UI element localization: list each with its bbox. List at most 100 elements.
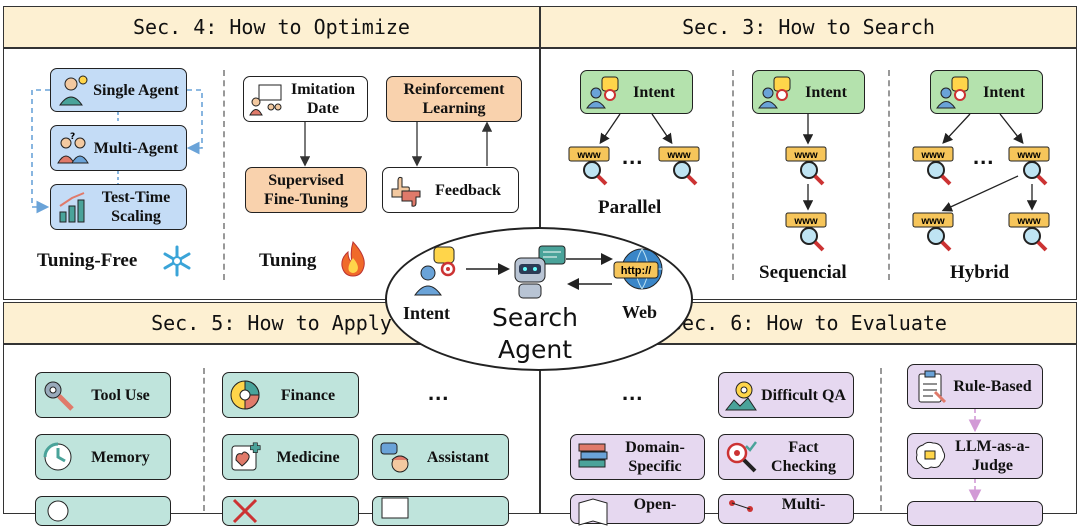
rule-based-label: Rule-Based <box>953 378 1032 395</box>
sequential-caption: Sequencial <box>759 262 847 283</box>
sec3-divider-2 <box>888 70 890 280</box>
ellipsis-sec5: ... <box>428 380 450 405</box>
sft-label: Supervised Fine-Tuning <box>264 172 348 208</box>
www-search-icon: www <box>912 143 956 187</box>
intent-box-parallel: Intent <box>580 70 693 114</box>
intent-icon <box>936 76 969 109</box>
intent-label-sequential: Intent <box>805 83 847 101</box>
single-agent-box: Single Agent <box>50 68 187 112</box>
imitation-data-label: Imitation Date <box>291 81 355 117</box>
search-agent-title: Search Agent <box>460 302 610 366</box>
sec4-divider <box>223 70 225 280</box>
open-label: Open- <box>633 496 677 513</box>
memory-label: Memory <box>91 448 150 466</box>
thumbs-icon <box>391 176 421 207</box>
assistant-icon <box>380 442 409 473</box>
tool-use-label: Tool Use <box>91 386 150 404</box>
sec3-header: Sec. 3: How to Search <box>540 6 1077 48</box>
www-search-icon: www <box>1008 143 1052 187</box>
single-agent-icon <box>59 75 88 106</box>
medicine-label: Medicine <box>276 448 340 466</box>
tuning-free-caption: Tuning-Free <box>37 250 138 271</box>
llm-brain-icon <box>916 441 946 470</box>
www-text: www <box>1016 216 1041 227</box>
imitation-data-box: Imitation Date <box>243 76 368 122</box>
memory-box: Memory <box>35 434 171 480</box>
reinforcement-learning-label: Reinforcement Learning <box>403 81 505 117</box>
www-search-icon: www <box>912 209 956 253</box>
sec4-header: Sec. 4: How to Optimize <box>3 6 540 48</box>
medicine-box: Medicine <box>222 434 359 480</box>
sec3-arrows <box>599 113 1038 212</box>
intent-icon <box>758 76 791 109</box>
search-agent-line2: Agent <box>498 335 572 364</box>
www-text: www <box>666 150 691 161</box>
domain-specific-label: Domain-Specific <box>625 439 685 475</box>
llm-judge-label: LLM-as-a-Judge <box>955 438 1030 474</box>
www-text: www <box>920 216 945 227</box>
test-time-scaling-box: Test-Time Scaling <box>50 184 187 230</box>
sec4-connectors <box>31 89 493 214</box>
www-text: www <box>576 150 601 161</box>
snowflake-icon <box>163 245 191 277</box>
www-search-icon: www <box>785 209 829 253</box>
tools-icon <box>44 381 74 411</box>
ellipsis-parallel: ... <box>622 144 644 169</box>
center-intent-label: Intent <box>403 303 451 323</box>
scaling-chart-icon <box>59 192 85 223</box>
assistant-label: Assistant <box>426 448 490 466</box>
intent-person-icon <box>414 246 456 296</box>
www-search-icon: www <box>568 143 612 187</box>
rule-checklist-icon <box>918 370 947 403</box>
www-text: www <box>1016 150 1041 161</box>
books-icon <box>578 443 608 468</box>
multi-agent-label: Multi-Agent <box>93 139 179 157</box>
llm-judge-box: LLM-as-a-Judge <box>907 433 1043 479</box>
single-agent-label: Single Agent <box>93 81 179 99</box>
intent-label-hybrid: Intent <box>983 83 1025 101</box>
robot-agent-icon <box>514 245 566 299</box>
fact-check-icon <box>726 441 757 473</box>
ellipsis-sec6: ... <box>622 380 644 405</box>
tuning-caption: Tuning <box>259 250 317 271</box>
intent-icon <box>586 76 619 109</box>
multi-agent-box: ? Multi-Agent <box>50 125 187 171</box>
multi-label: Multi- <box>781 496 826 513</box>
sec6-connectors <box>968 409 982 503</box>
teacher-board-icon <box>249 84 282 116</box>
domain-specific-box: Domain-Specific <box>570 434 705 480</box>
hybrid-caption: Hybrid <box>950 262 1010 283</box>
www-text: www <box>920 150 945 161</box>
www-search-icon: www <box>1008 209 1052 253</box>
ellipsis-hybrid: ... <box>973 144 995 169</box>
difficult-qa-label: Difficult QA <box>761 386 846 404</box>
assistant-box: Assistant <box>372 434 509 480</box>
www-text: www <box>793 216 818 227</box>
difficult-qa-box: Difficult QA <box>718 372 854 418</box>
test-time-scaling-label: Test-Time Scaling <box>101 189 171 225</box>
feedback-box: Feedback <box>382 167 519 213</box>
sec6-divider <box>880 368 882 511</box>
fact-checking-box: Fact Checking <box>718 434 854 480</box>
rule-based-box: Rule-Based <box>907 364 1043 409</box>
finance-box: Finance <box>222 372 359 418</box>
search-agent-line1: Search <box>492 303 578 332</box>
intent-box-sequential: Intent <box>752 70 865 114</box>
svg-text:?: ? <box>70 132 75 142</box>
finance-label: Finance <box>280 386 336 404</box>
fact-checking-label: Fact Checking <box>771 439 836 475</box>
difficult-qa-icon <box>724 381 757 411</box>
reinforcement-learning-box: Reinforcement Learning <box>386 76 522 122</box>
finance-pie-icon <box>230 380 260 410</box>
http-text: http:// <box>621 265 652 277</box>
memory-icon <box>43 442 72 471</box>
intent-box-hybrid: Intent <box>930 70 1043 114</box>
fire-icon <box>341 241 365 277</box>
tool-use-box: Tool Use <box>35 372 171 418</box>
medicine-icon <box>231 442 261 471</box>
feedback-label: Feedback <box>435 181 501 199</box>
www-search-icon: www <box>658 143 702 187</box>
multi-agent-icon: ? <box>57 132 89 164</box>
parallel-caption: Parallel <box>598 197 662 218</box>
sec3-divider-1 <box>732 70 734 280</box>
